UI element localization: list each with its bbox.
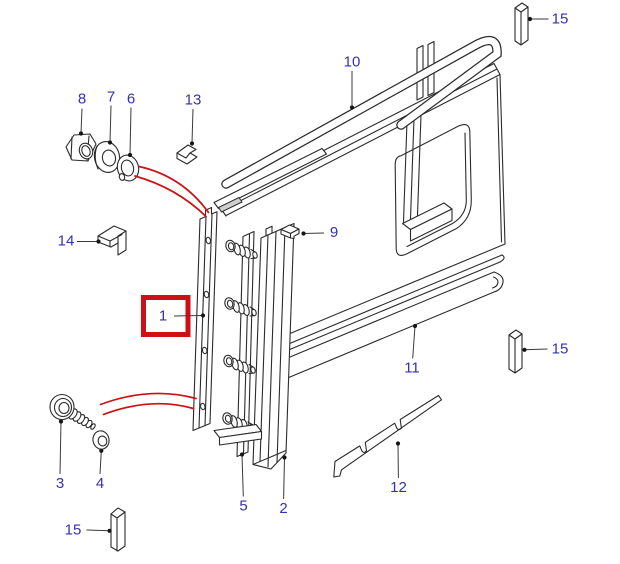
leader-line (191, 108, 194, 144)
flat-washer-part-7 (93, 141, 121, 173)
part-number-label[interactable]: 15 (65, 522, 82, 539)
part-number-label[interactable]: 10 (344, 54, 361, 71)
part-callout-15: 15 (527, 11, 569, 28)
part-callout-10: 10 (344, 54, 361, 110)
leader-line (80, 108, 83, 134)
part-callout-1: 1 (159, 308, 206, 325)
channel-part-1 (192, 206, 218, 432)
part-number-label[interactable]: 14 (58, 233, 75, 250)
leader-line (86, 529, 110, 532)
leader-line (109, 105, 112, 143)
red-pointer-curves (99, 165, 210, 416)
part-number-label[interactable]: 5 (239, 498, 247, 515)
hex-nut-part-8 (65, 133, 97, 162)
leader-dot (412, 323, 418, 329)
leader-dot (527, 16, 533, 22)
leader-dot (349, 105, 355, 110)
main-frame (213, 40, 506, 379)
channel-foot-bracket (213, 423, 263, 446)
part-callout-5: 5 (239, 452, 248, 515)
leader-dot (239, 452, 245, 457)
part-number-label[interactable]: 12 (390, 479, 407, 496)
leader-dot (99, 448, 104, 453)
spring-screw (224, 297, 257, 317)
part-number-label[interactable]: 15 (552, 341, 569, 358)
part-number-label[interactable]: 4 (96, 475, 104, 492)
part-callout-7: 7 (107, 89, 115, 145)
leader-dot (200, 313, 206, 318)
part-number-label[interactable]: 2 (279, 500, 287, 517)
leader-dot (522, 347, 527, 352)
part-number-label[interactable]: 13 (185, 92, 202, 109)
pad-part-15-mid-right (508, 329, 523, 374)
screw-part-3 (49, 393, 96, 430)
spring-screw (223, 354, 256, 375)
part-callout-2: 2 (279, 455, 288, 517)
leader-line (303, 232, 325, 234)
leader-dot (58, 419, 64, 424)
angle-bracket-part-14 (97, 225, 127, 256)
lock-washer-part-6 (116, 154, 140, 182)
part-number-label[interactable]: 6 (127, 91, 135, 108)
part-callout-12: 12 (390, 441, 407, 496)
part-number-label[interactable]: 15 (552, 11, 569, 28)
rail-strip (213, 147, 328, 210)
spring-screw (225, 239, 258, 260)
pad-part-15-bottom-left (110, 507, 126, 552)
leader-dot (395, 441, 401, 446)
leader-dot (78, 131, 84, 136)
leader-line (59, 421, 62, 475)
part-number-label[interactable]: 7 (107, 89, 115, 106)
frame-bottom-band (286, 254, 505, 352)
spring-screw (222, 412, 255, 432)
part-callout-9: 9 (301, 224, 338, 241)
spring-screws (222, 239, 258, 432)
leader-dot (107, 528, 112, 533)
pad-part-15-top-right (514, 2, 529, 46)
leader-dot (189, 141, 195, 146)
part-number-label[interactable]: 3 (56, 475, 64, 492)
part-callout-11: 11 (404, 323, 420, 377)
tube-part-10 (221, 35, 502, 189)
slide-strip-part-5 (236, 230, 255, 458)
leader-line (173, 315, 204, 317)
leader-dot (301, 231, 306, 236)
part-callout-8: 8 (78, 91, 86, 136)
leader-line (412, 325, 416, 359)
leader-line (283, 457, 285, 500)
lower-rail-part-11 (286, 271, 504, 379)
part-callout-15: 15 (522, 341, 568, 358)
leader-dot (96, 239, 101, 244)
leader-dot (127, 152, 133, 158)
frame-strut (401, 114, 453, 242)
leader-dot (107, 140, 113, 145)
clip-part-9 (280, 224, 300, 240)
rail-strip-end-cap (217, 196, 243, 213)
leader-line (241, 454, 244, 497)
part-number-label[interactable]: 1 (159, 308, 167, 325)
part-callout-14: 14 (58, 233, 101, 250)
notched-strip-part-12 (333, 394, 443, 478)
leader-line (129, 107, 132, 156)
part-callout-15: 15 (65, 522, 112, 539)
washer-part-4 (92, 430, 110, 450)
part-callout-4: 4 (96, 448, 104, 492)
leader-line (524, 348, 548, 351)
z-clip-part-13 (176, 144, 198, 165)
part-number-label[interactable]: 11 (404, 360, 420, 377)
part-callout-13: 13 (185, 92, 202, 146)
part-callout-6: 6 (127, 91, 135, 158)
part-number-label[interactable]: 8 (78, 91, 86, 108)
part-callout-3: 3 (56, 419, 64, 492)
part-number-label[interactable]: 9 (330, 224, 338, 241)
leader-line (99, 450, 102, 475)
leader-dot (282, 455, 287, 460)
